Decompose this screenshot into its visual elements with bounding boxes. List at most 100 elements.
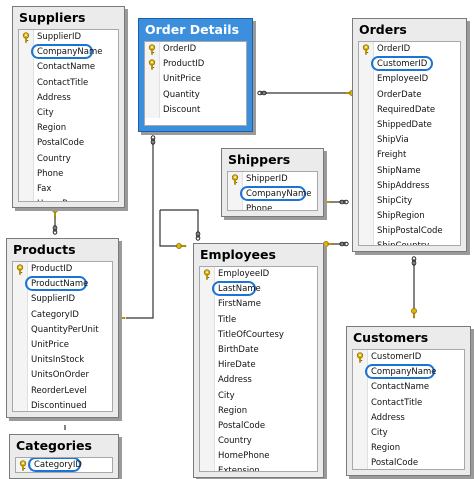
column-row[interactable]: HomePhone	[200, 449, 317, 465]
row-selector[interactable]	[200, 434, 215, 450]
column-row[interactable]: ShipperID	[228, 172, 317, 188]
column-row[interactable]: SupplierID	[13, 292, 112, 308]
column-row[interactable]: CustomerID	[353, 350, 464, 366]
row-selector[interactable]	[359, 133, 374, 149]
column-row[interactable]: UnitsOnOrder	[13, 368, 112, 384]
column-row[interactable]: Region	[353, 441, 464, 457]
column-row[interactable]: SupplierID	[19, 30, 118, 46]
row-selector[interactable]	[13, 398, 28, 411]
column-row[interactable]: Country	[200, 434, 317, 450]
column-row[interactable]: Phone	[228, 202, 317, 210]
row-selector[interactable]	[200, 358, 215, 374]
column-row[interactable]: ProductID	[13, 262, 112, 278]
row-selector[interactable]	[145, 87, 160, 103]
table-title[interactable]: Customers	[353, 330, 429, 345]
column-row[interactable]: ReorderLevel	[13, 383, 112, 399]
column-row[interactable]: UnitsInStock	[13, 353, 112, 369]
table-title[interactable]: Products	[13, 242, 76, 257]
row-selector[interactable]	[13, 292, 28, 308]
column-row[interactable]: ContactTitle	[353, 395, 464, 411]
row-selector[interactable]	[359, 178, 374, 194]
row-selector[interactable]	[359, 163, 374, 179]
column-row[interactable]: CategoryID	[16, 458, 112, 472]
column-row[interactable]: ProductName	[13, 276, 112, 293]
column-row[interactable]: City	[353, 425, 464, 442]
column-row[interactable]: Quantity	[145, 87, 246, 103]
row-selector[interactable]	[19, 90, 34, 106]
column-row[interactable]: Address	[353, 410, 464, 426]
column-row[interactable]: ProductID	[145, 57, 246, 73]
table-title[interactable]: Order Details	[145, 22, 240, 37]
row-selector[interactable]	[200, 388, 215, 404]
column-row[interactable]: Title	[200, 312, 317, 328]
row-selector[interactable]	[359, 193, 374, 210]
column-row[interactable]: PostalCode	[200, 418, 317, 435]
row-selector[interactable]	[200, 327, 215, 343]
column-row[interactable]: ShippedDate	[359, 117, 460, 134]
table-title[interactable]: Suppliers	[19, 10, 86, 25]
column-row[interactable]: Region	[200, 403, 317, 419]
column-row[interactable]: ShipVia	[359, 133, 460, 149]
row-selector[interactable]	[200, 297, 215, 313]
column-row[interactable]: CategoryID	[13, 307, 112, 323]
column-row[interactable]: Freight	[359, 148, 460, 164]
row-selector[interactable]	[13, 353, 28, 369]
row-selector[interactable]	[359, 224, 374, 240]
column-row[interactable]: ShipPostalCode	[359, 224, 460, 240]
column-row[interactable]: TitleOfCourtesy	[200, 327, 317, 343]
column-row[interactable]: PostalCode	[19, 136, 118, 152]
row-selector[interactable]	[353, 410, 368, 426]
column-row[interactable]: RequiredDate	[359, 102, 460, 118]
row-selector[interactable]	[359, 87, 374, 103]
row-selector[interactable]	[359, 72, 374, 88]
column-row[interactable]: Address	[19, 90, 118, 106]
column-row[interactable]: ShipRegion	[359, 209, 460, 225]
column-row[interactable]: ShipName	[359, 163, 460, 179]
column-row[interactable]: HomePage	[19, 197, 118, 201]
column-row[interactable]: EmployeeID	[359, 72, 460, 88]
column-row[interactable]: City	[19, 105, 118, 122]
row-selector[interactable]	[19, 60, 34, 76]
column-row[interactable]: Discontinued	[13, 398, 112, 411]
row-selector[interactable]	[359, 148, 374, 164]
column-row[interactable]: ContactName	[19, 60, 118, 76]
column-row[interactable]: Fax	[19, 181, 118, 198]
column-row[interactable]: Phone	[19, 166, 118, 182]
column-row[interactable]: CustomerID	[359, 56, 460, 73]
row-selector[interactable]	[359, 209, 374, 225]
column-row[interactable]: ShipAddress	[359, 178, 460, 194]
column-row[interactable]: Extension	[200, 464, 317, 471]
row-selector[interactable]	[359, 239, 374, 245]
column-row[interactable]: UnitPrice	[145, 72, 246, 88]
row-selector[interactable]	[13, 322, 28, 338]
row-selector[interactable]	[19, 121, 34, 137]
row-selector[interactable]	[200, 464, 215, 471]
row-selector[interactable]	[200, 342, 215, 359]
row-selector[interactable]	[145, 72, 160, 88]
column-row[interactable]: HireDate	[200, 358, 317, 374]
column-row[interactable]: OrderID	[145, 42, 246, 58]
column-row[interactable]: PostalCode	[353, 456, 464, 469]
row-selector[interactable]	[145, 102, 160, 118]
column-row[interactable]: OrderDate	[359, 87, 460, 103]
row-selector[interactable]	[200, 449, 215, 465]
column-row[interactable]: Region	[19, 121, 118, 137]
column-row[interactable]: Discount	[145, 102, 246, 118]
table-title[interactable]: Employees	[200, 247, 276, 262]
row-selector[interactable]	[19, 166, 34, 182]
column-row[interactable]: ContactTitle	[19, 75, 118, 91]
row-selector[interactable]	[19, 197, 34, 201]
column-row[interactable]: ShipCity	[359, 193, 460, 210]
column-row[interactable]: OrderID	[359, 42, 460, 58]
row-selector[interactable]	[228, 202, 243, 210]
row-selector[interactable]	[353, 380, 368, 396]
row-selector[interactable]	[13, 383, 28, 399]
column-row[interactable]: CompanyName	[353, 364, 464, 381]
row-selector[interactable]	[19, 105, 34, 122]
row-selector[interactable]	[353, 425, 368, 442]
